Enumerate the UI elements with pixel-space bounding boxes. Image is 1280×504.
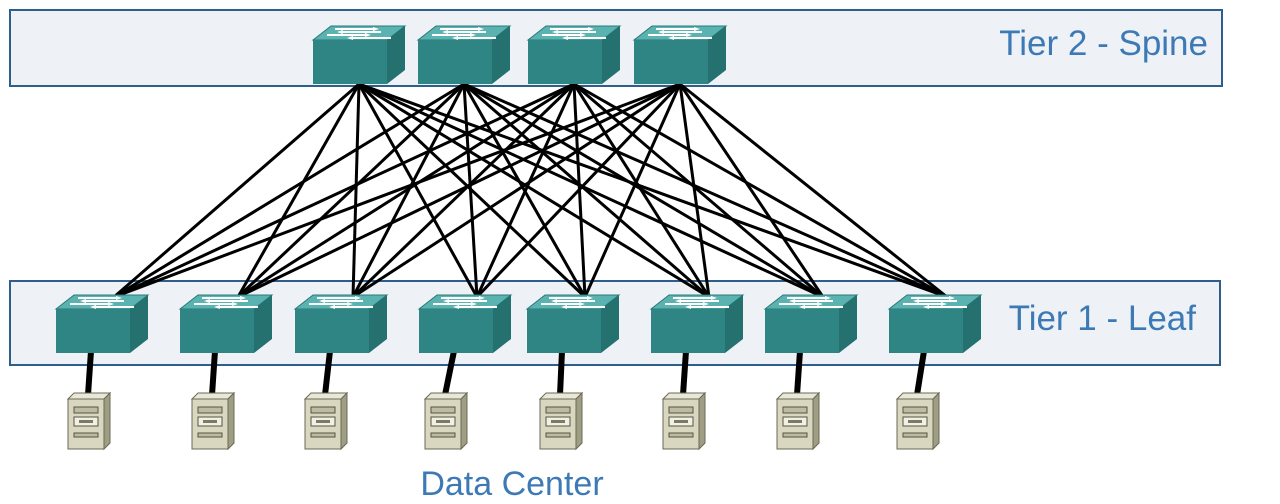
spine-leaf-link xyxy=(358,82,710,299)
spine-leaf-link xyxy=(463,82,948,299)
spine-leaf-link xyxy=(475,83,576,298)
spine-leaf-link xyxy=(475,82,682,299)
leaf-switch-icon xyxy=(294,294,388,354)
spine-switch-icon xyxy=(527,25,621,85)
spine-leaf-link xyxy=(113,82,575,299)
spine-leaf-link xyxy=(236,82,466,299)
spine-leaf-link xyxy=(358,82,824,299)
leaf-switch-icon xyxy=(526,294,620,354)
leaf-switch-icon xyxy=(650,294,744,354)
spine-leaf-link xyxy=(237,82,575,299)
server-icon xyxy=(896,392,940,450)
spine-leaf-link xyxy=(572,83,711,298)
spine-leaf-link xyxy=(462,83,479,298)
server-uplink xyxy=(442,350,457,396)
leaf-switch-icon xyxy=(55,294,149,354)
server-icon xyxy=(662,392,706,450)
server-uplink xyxy=(914,350,927,396)
spine-leaf-link xyxy=(113,82,465,299)
spine-leaf-link xyxy=(573,82,824,299)
server-uplink xyxy=(322,350,333,396)
leaf-tier-label: Tier 1 - Leaf xyxy=(1009,299,1197,338)
server-uplink xyxy=(557,350,565,396)
spine-leaf-link xyxy=(113,82,360,299)
server-icon xyxy=(776,392,820,450)
spine-leaf-link xyxy=(678,83,825,298)
server-icon xyxy=(304,392,348,450)
spine-switch-icon xyxy=(633,25,727,85)
spine-leaf-link xyxy=(236,83,361,298)
spine-leaf-link xyxy=(463,82,710,299)
spine-leaf-link xyxy=(352,82,681,299)
leaf-switch-icon xyxy=(418,294,512,354)
server-icon xyxy=(191,392,235,450)
server-icon xyxy=(67,392,111,450)
server-uplink xyxy=(680,350,689,396)
data-center-caption: Data Center xyxy=(420,465,603,503)
server-icon xyxy=(539,392,583,450)
spine-leaf-links xyxy=(113,82,948,299)
server-uplink xyxy=(209,350,218,396)
spine-leaf-link xyxy=(573,82,948,299)
spine-leaf-link xyxy=(113,82,681,299)
server-uplink xyxy=(85,350,94,396)
spine-leaf-link xyxy=(679,82,948,299)
spine-tier-label: Tier 2 - Spine xyxy=(999,24,1208,63)
leaf-switch-icon xyxy=(888,294,982,354)
spine-leaf-link xyxy=(583,83,682,298)
spine-switch-icon xyxy=(312,25,406,85)
server-icon xyxy=(424,392,468,450)
spine-leaf-link xyxy=(237,82,681,299)
servers xyxy=(67,392,940,450)
spine-leaf-link xyxy=(357,83,479,298)
leaf-switch-icon xyxy=(764,294,858,354)
server-uplink xyxy=(794,350,803,396)
spine-switch-icon xyxy=(417,25,511,85)
server-uplinks xyxy=(85,350,927,396)
spine-leaf-link xyxy=(463,82,824,299)
spine-leaf-link xyxy=(351,82,576,299)
spine-leaf-link xyxy=(351,83,361,298)
leaf-switch-icon xyxy=(179,294,273,354)
spine-leaf-link xyxy=(678,83,711,298)
spine-leaf-link xyxy=(358,82,948,299)
